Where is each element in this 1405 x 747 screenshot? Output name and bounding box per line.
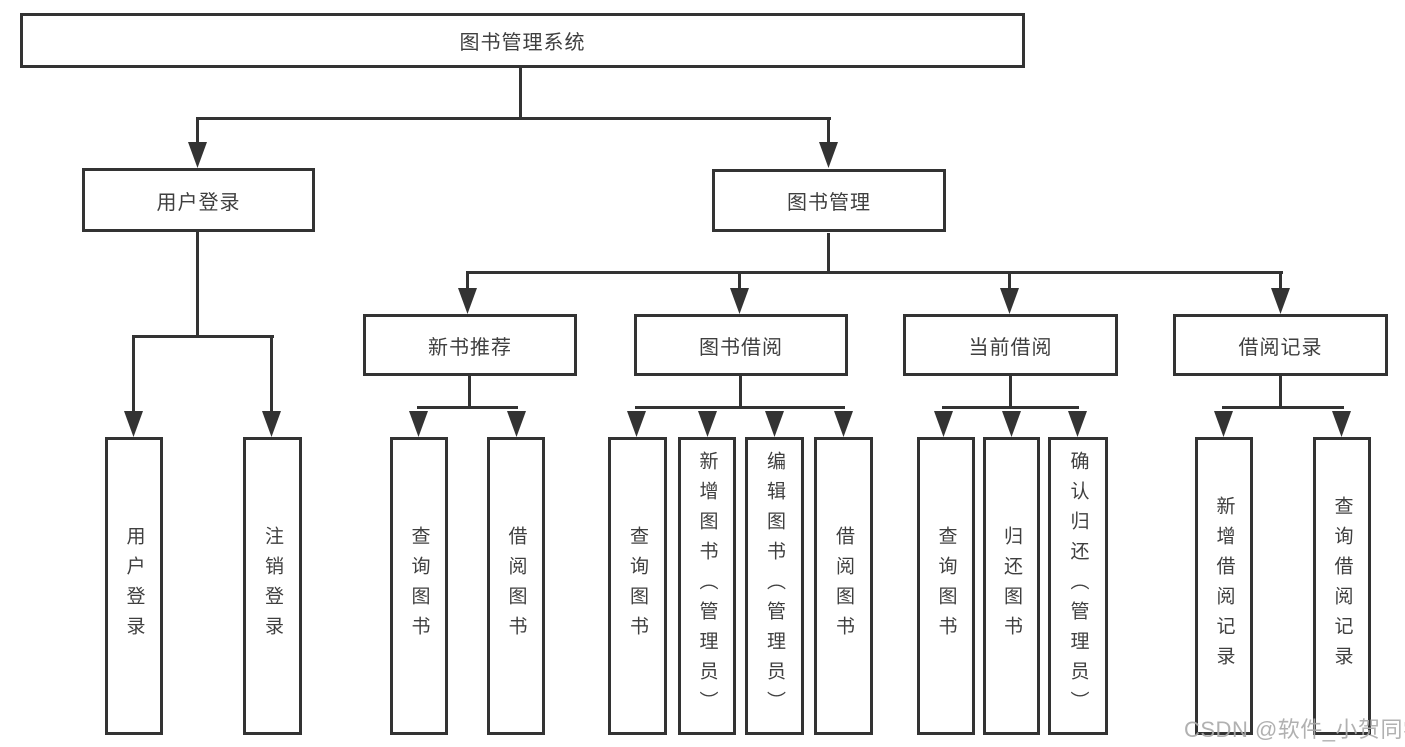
leaf-borrow-books-recommend: 借阅图书 bbox=[487, 437, 545, 735]
node-label: 当前借阅 bbox=[968, 336, 1053, 359]
node-label: 新书推荐 bbox=[428, 336, 512, 359]
arrow-down-icon bbox=[124, 411, 143, 437]
node-user-login: 用户登录 bbox=[82, 168, 315, 232]
connector-user-login-stem bbox=[196, 119, 199, 143]
connector-current-borrowing-split bbox=[942, 406, 1079, 409]
arrow-down-icon bbox=[1068, 411, 1087, 437]
arrow-down-icon bbox=[262, 411, 281, 437]
connector-book-management-trunk bbox=[827, 233, 830, 274]
node-label: 用户登录 bbox=[156, 191, 241, 214]
leaf-query-borrow-record: 查询借阅记录 bbox=[1313, 437, 1371, 735]
leaf-add-borrow-record: 新增借阅记录 bbox=[1195, 437, 1253, 735]
connector-borrowing-records-stem bbox=[1279, 273, 1282, 290]
arrow-down-icon bbox=[1332, 411, 1351, 437]
watermark: CSDN @软件_小贺同学 bbox=[1184, 717, 1405, 742]
leaf-confirm-return-admin: 确认归还（管理员） bbox=[1048, 437, 1108, 735]
node-label: 借阅记录 bbox=[1238, 336, 1323, 359]
leaf-label: 查询借阅记录 bbox=[1331, 496, 1353, 676]
arrow-down-icon bbox=[1002, 411, 1021, 437]
connector-new-book-split bbox=[417, 406, 518, 409]
node-book-borrowing: 图书借阅 bbox=[634, 314, 848, 376]
connector-book-borrowing-trunk bbox=[739, 376, 742, 409]
leaf-label: 用户登录 bbox=[123, 526, 145, 646]
leaf-query-books-borrowing: 查询图书 bbox=[608, 437, 667, 735]
node-borrowing-records: 借阅记录 bbox=[1173, 314, 1388, 376]
connector-borrowing-records-trunk bbox=[1279, 376, 1282, 409]
connector-level1-split bbox=[196, 117, 831, 120]
arrow-down-icon bbox=[834, 411, 853, 437]
node-book-management: 图书管理 bbox=[712, 169, 946, 232]
node-label: 图书管理系统 bbox=[459, 32, 586, 54]
connector-new-book-stem bbox=[466, 273, 469, 290]
node-current-borrowing: 当前借阅 bbox=[903, 314, 1118, 376]
arrow-down-icon bbox=[730, 288, 749, 314]
connector-user-login-trunk bbox=[196, 232, 199, 338]
leaf-label: 确认归还（管理员） bbox=[1067, 451, 1089, 721]
connector-user-login-split bbox=[132, 335, 274, 338]
arrow-down-icon bbox=[458, 288, 477, 314]
arrow-down-icon bbox=[188, 142, 207, 168]
arrow-down-icon bbox=[698, 411, 717, 437]
leaf-label: 新增借阅记录 bbox=[1213, 496, 1235, 676]
connector-borrowing-records-split bbox=[1222, 406, 1344, 409]
connector-logout-stem bbox=[270, 337, 273, 411]
connector-new-book-trunk bbox=[468, 376, 471, 409]
leaf-query-books-current: 查询图书 bbox=[917, 437, 975, 735]
arrow-down-icon bbox=[765, 411, 784, 437]
node-library-management-system: 图书管理系统 bbox=[20, 13, 1025, 68]
leaf-return-book: 归还图书 bbox=[983, 437, 1040, 735]
connector-book-borrowing-split bbox=[635, 406, 845, 409]
leaf-borrow-books-borrowing: 借阅图书 bbox=[814, 437, 873, 735]
arrow-down-icon bbox=[1000, 288, 1019, 314]
connector-book-management-stem bbox=[827, 119, 830, 143]
arrow-down-icon bbox=[409, 411, 428, 437]
leaf-label: 新增图书（管理员） bbox=[696, 451, 718, 721]
leaf-label: 注销登录 bbox=[262, 526, 283, 646]
arrow-down-icon bbox=[627, 411, 646, 437]
leaf-user-login: 用户登录 bbox=[105, 437, 163, 735]
leaf-label: 编辑图书（管理员） bbox=[764, 451, 785, 721]
node-label: 图书管理 bbox=[787, 192, 871, 214]
leaf-logout: 注销登录 bbox=[243, 437, 302, 735]
connector-book-borrowing-stem bbox=[738, 273, 741, 290]
connector-user-login-leaf-stem bbox=[132, 337, 135, 411]
leaf-edit-book-admin: 编辑图书（管理员） bbox=[745, 437, 804, 735]
leaf-label: 借阅图书 bbox=[505, 526, 527, 646]
arrow-down-icon bbox=[507, 411, 526, 437]
node-new-book-recommendation: 新书推荐 bbox=[363, 314, 577, 376]
leaf-label: 归还图书 bbox=[1001, 526, 1022, 646]
leaf-label: 查询图书 bbox=[935, 526, 957, 646]
arrow-down-icon bbox=[934, 411, 953, 437]
leaf-label: 查询图书 bbox=[408, 526, 430, 646]
node-label: 图书借阅 bbox=[699, 336, 783, 359]
arrow-down-icon bbox=[819, 142, 838, 168]
leaf-label: 查询图书 bbox=[627, 526, 648, 646]
connector-level2-split bbox=[466, 271, 1283, 274]
leaf-query-books-recommend: 查询图书 bbox=[390, 437, 448, 735]
connector-current-borrowing-stem bbox=[1008, 273, 1011, 290]
connector-root-trunk bbox=[519, 68, 522, 119]
arrow-down-icon bbox=[1271, 288, 1290, 314]
leaf-add-book-admin: 新增图书（管理员） bbox=[678, 437, 736, 735]
leaf-label: 借阅图书 bbox=[833, 526, 854, 646]
connector-current-borrowing-trunk bbox=[1009, 376, 1012, 409]
arrow-down-icon bbox=[1214, 411, 1233, 437]
